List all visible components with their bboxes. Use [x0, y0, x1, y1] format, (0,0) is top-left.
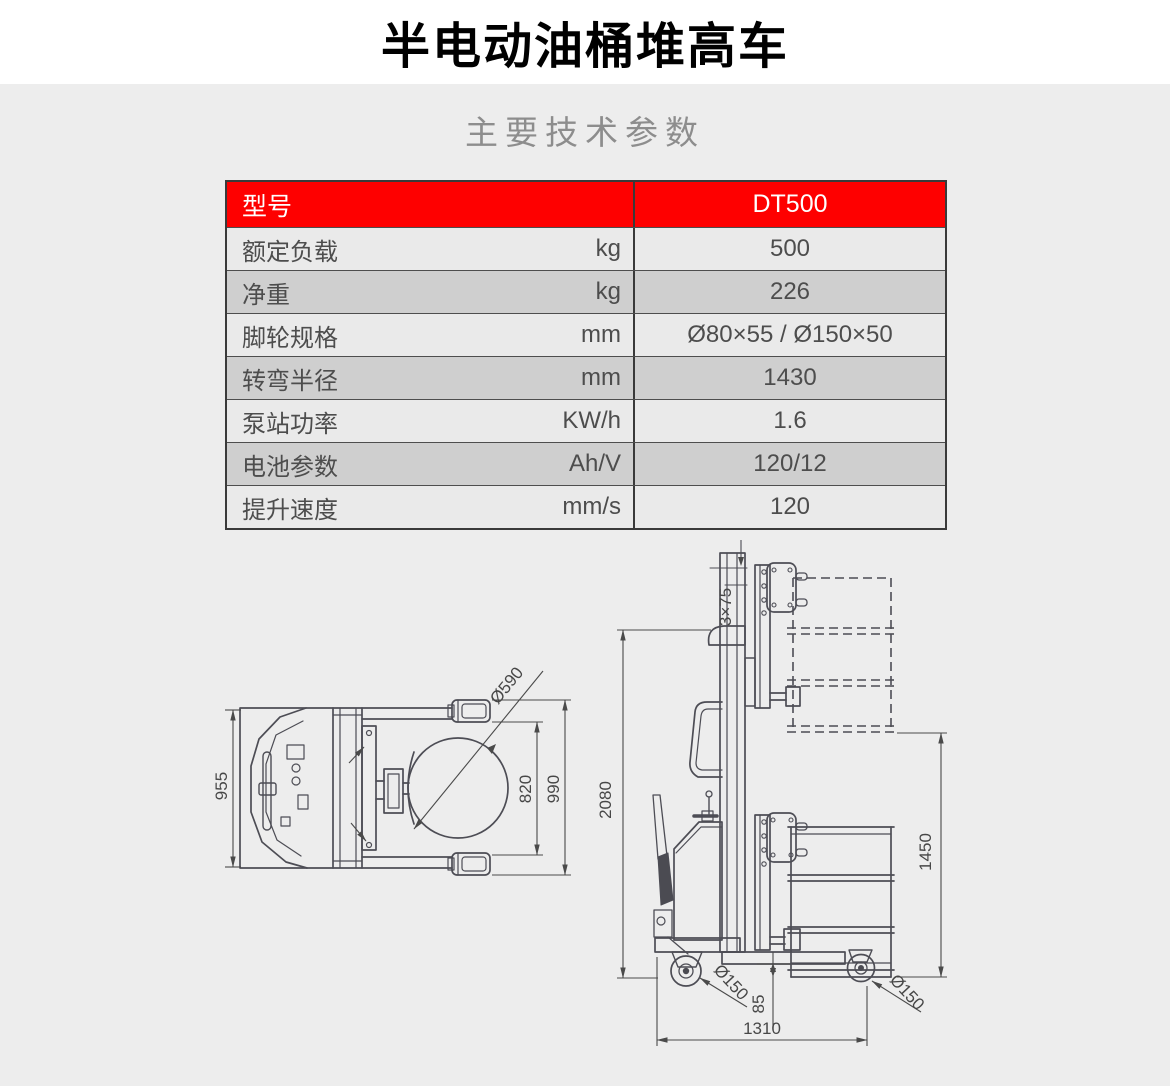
dim-2080: 2080 — [596, 781, 615, 819]
dim-3x75: 3×75 — [716, 588, 735, 626]
header-band: 半电动油桶堆高车 — [0, 0, 1170, 84]
table-row: 脚轮规格 mm Ø80×55 / Ø150×50 — [227, 313, 945, 356]
param-value: 1.6 — [773, 407, 807, 434]
param-unit: kg — [595, 278, 621, 305]
param-value: 120/12 — [753, 450, 827, 477]
param-unit: mm/s — [562, 493, 621, 520]
param-unit: mm — [581, 364, 621, 391]
param-label: 转弯半径 — [242, 367, 338, 395]
param-label: 提升速度 — [242, 496, 338, 524]
hood — [707, 625, 746, 646]
pump-lever — [652, 794, 668, 860]
table-row: 泵站功率 KW/h 1.6 — [227, 399, 945, 442]
side-view-outline — [652, 540, 895, 987]
dim-990: 990 — [544, 775, 563, 803]
spec-table: 型号 DT500 额定负载 kg 500 净重 kg 226 脚轮规格 mm — [225, 180, 947, 530]
wheel-rear — [846, 953, 876, 983]
handle — [689, 701, 723, 778]
dim-590: Ø590 — [486, 663, 527, 707]
dim-85: 85 — [749, 995, 768, 1014]
table-header-row: 型号 DT500 — [227, 182, 945, 227]
param-label: 泵站功率 — [242, 410, 338, 438]
table-row: 提升速度 mm/s 120 — [227, 485, 945, 528]
caster-bottom — [451, 852, 491, 876]
top-view-outline — [239, 699, 509, 876]
param-label: 净重 — [242, 281, 290, 309]
wheel-front — [670, 955, 702, 987]
model-label: 型号 — [242, 192, 293, 221]
page-title: 半电动油桶堆高车 — [380, 19, 789, 74]
arrowheads — [487, 557, 776, 977]
model-value: DT500 — [752, 190, 828, 218]
section-subtitle: 主要技术参数 — [465, 114, 705, 151]
param-unit: mm — [581, 321, 621, 348]
dim-1450: 1450 — [916, 833, 935, 871]
param-value: 120 — [769, 493, 811, 520]
param-value: 226 — [769, 278, 811, 305]
technical-drawings: 955 Ø590 820 990 2080 3×75 1450 Ø150 Ø15… — [212, 540, 947, 1046]
table-row: 额定负载 kg 500 — [227, 227, 945, 270]
drum-circle — [407, 737, 509, 839]
param-value: 1430 — [763, 364, 817, 391]
dim-1310: 1310 — [743, 1019, 781, 1038]
carriage-upper — [754, 564, 771, 709]
param-label: 电池参数 — [242, 453, 338, 481]
fork-leg — [721, 951, 846, 965]
param-unit: Ah/V — [568, 450, 621, 477]
drum-side — [787, 826, 895, 978]
table-row: 电池参数 Ah/V 120/12 — [227, 442, 945, 485]
dim-820: 820 — [516, 775, 535, 803]
param-label: 额定负载 — [242, 238, 338, 266]
table-row: 转弯半径 mm 1430 — [227, 356, 945, 399]
dimension-lines — [225, 629, 947, 1046]
param-value: 500 — [769, 235, 811, 262]
dim-955: 955 — [212, 772, 231, 800]
param-label: 脚轮规格 — [242, 324, 338, 352]
param-unit: kg — [595, 235, 621, 262]
drum-raised-dashed — [787, 577, 897, 733]
table-row: 净重 kg 226 — [227, 270, 945, 313]
content-area: 主要技术参数 型号 DT500 额定负载 kg 500 净重 kg 226 — [0, 84, 1170, 1086]
carriage-lower — [754, 814, 771, 951]
param-value: Ø80×55 / Ø150×50 — [687, 321, 893, 348]
body-panel — [673, 821, 723, 941]
clamp-upper — [766, 562, 797, 613]
param-unit: KW/h — [562, 407, 621, 434]
clamp-lower — [766, 812, 797, 863]
caster-top — [451, 699, 491, 723]
